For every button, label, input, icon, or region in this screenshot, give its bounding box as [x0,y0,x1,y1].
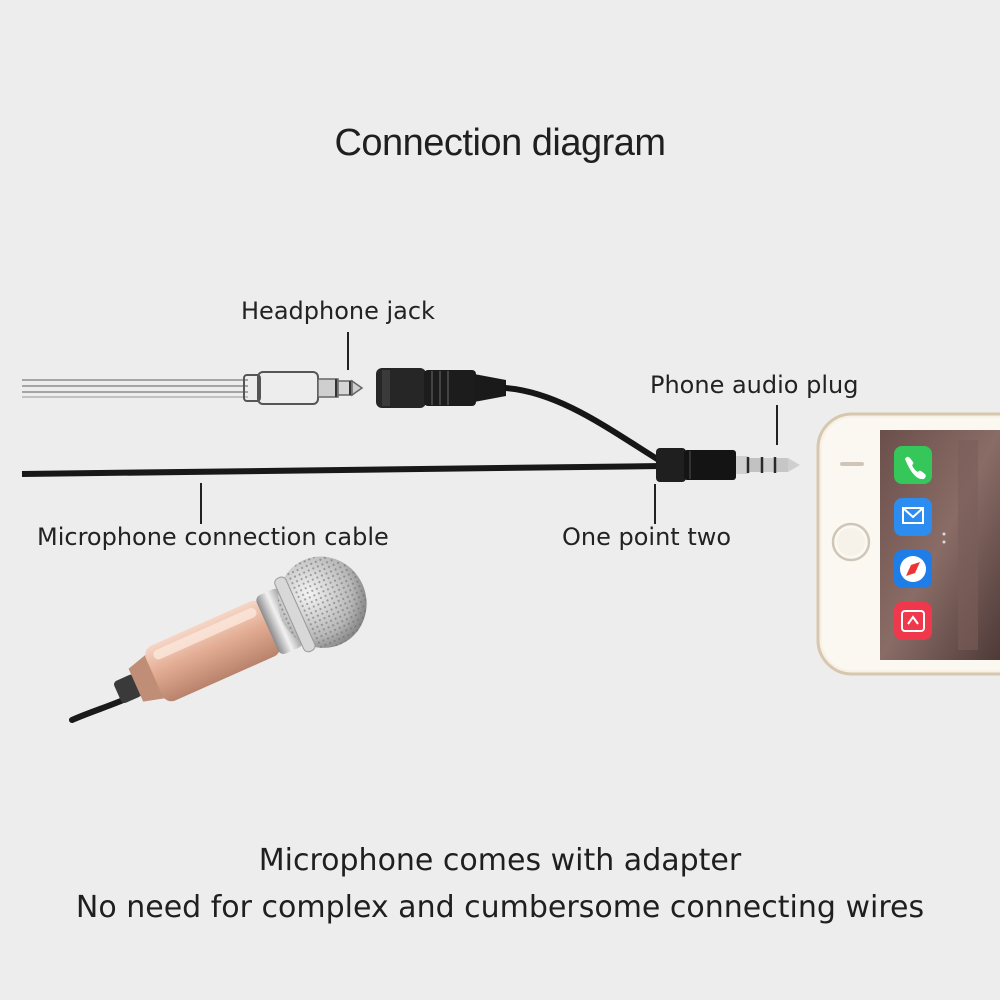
microphone-cable [21,463,663,477]
phone-audio-plug-label: Phone audio plug [650,371,859,399]
microphone-cable-label: Microphone connection cable [37,523,389,551]
phone-app-icons [894,440,978,650]
adapter-cable [504,385,664,465]
caption-line-1: Microphone comes with adapter [258,843,742,878]
one-point-two-label: One point two [562,523,732,551]
music-app-icon [894,602,932,640]
headphone-plug [243,371,364,405]
adapter-socket [376,368,506,408]
diagram-title: Connection diagram [334,122,666,164]
headphone-cable [22,379,248,398]
caption-line-2: No need for complex and cumbersome conne… [75,890,925,925]
microphone [69,556,367,723]
phone-app-icon [894,446,932,484]
splitter [656,448,800,482]
headphone-jack-label: Headphone jack [241,297,435,325]
phone-glyph-icon [905,456,926,480]
